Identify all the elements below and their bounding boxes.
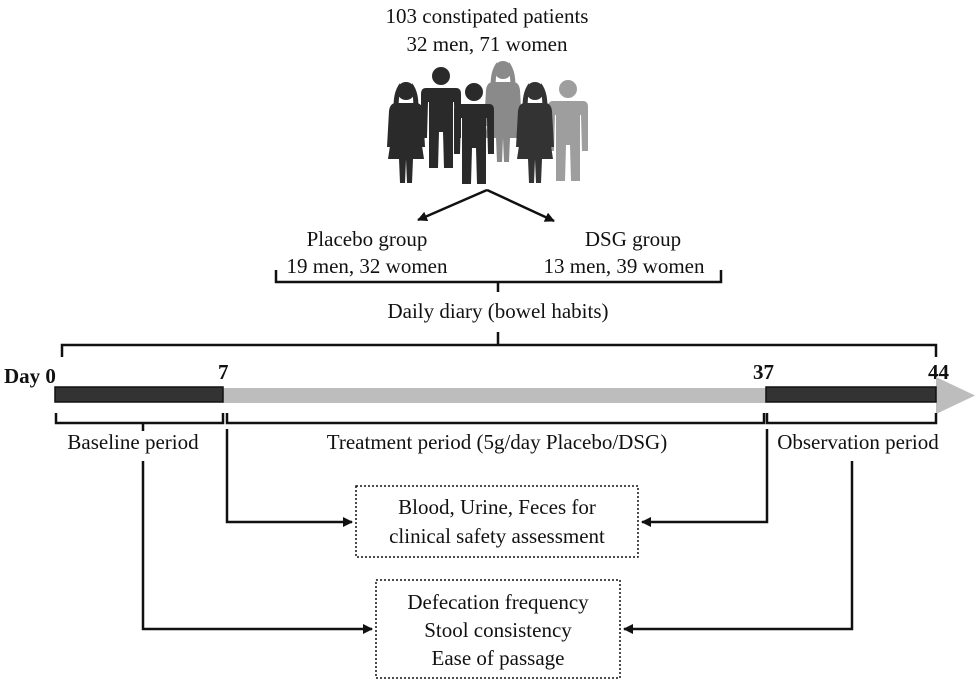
timeline-bar (54, 377, 975, 414)
observation-bracket (765, 413, 938, 425)
outcome-defecation-frequency: Defecation frequency (407, 590, 589, 614)
observation-period-label: Observation period (777, 430, 939, 454)
treatment-bracket (225, 413, 766, 425)
split-arrow-placebo (417, 188, 488, 222)
arrow-observation-to-outcomes (623, 461, 854, 634)
arrow-baseline-to-outcomes (141, 461, 373, 634)
timeline-arrowhead (936, 377, 975, 414)
population-count-text: 103 constipated patients (386, 4, 589, 28)
outcomes-box (375, 579, 621, 679)
placebo-group-label: Placebo group (307, 227, 428, 251)
baseline-segment (54, 386, 224, 403)
day-label-0: Day 0 (4, 364, 56, 388)
dsg-group-label: DSG group (585, 227, 681, 251)
person-woman-dark-icon (516, 82, 554, 183)
day-label-7: 7 (218, 360, 229, 384)
baseline-bracket (54, 413, 225, 431)
arrow-day37-to-safety (641, 429, 769, 527)
daily-diary-label: Daily diary (bowel habits) (387, 299, 608, 323)
arrow-day7-to-safety (225, 429, 353, 527)
outcome-ease-of-passage: Ease of passage (432, 646, 565, 670)
people-icon (387, 61, 588, 184)
day-label-37: 37 (753, 360, 774, 384)
diary-bracket (60, 332, 938, 357)
baseline-period-label: Baseline period (67, 430, 199, 454)
treatment-segment (223, 388, 766, 403)
person-woman-dark-icon (387, 82, 425, 183)
safety-assessment-line2: clinical safety assessment (389, 524, 605, 548)
outcome-stool-consistency: Stool consistency (424, 618, 572, 642)
day-label-44: 44 (928, 360, 950, 384)
population-gender-text: 32 men, 71 women (407, 32, 568, 56)
treatment-period-label: Treatment period (5g/day Placebo/DSG) (327, 430, 667, 454)
observation-segment (765, 386, 937, 403)
safety-assessment-box (355, 485, 639, 558)
split-arrow-dsg (486, 188, 555, 223)
dsg-group-counts: 13 men, 39 women (544, 254, 705, 278)
safety-assessment-line1: Blood, Urine, Feces for (398, 495, 596, 519)
person-man-light-icon (548, 80, 588, 181)
groups-bracket (274, 270, 723, 292)
placebo-group-counts: 19 men, 32 women (287, 254, 448, 278)
